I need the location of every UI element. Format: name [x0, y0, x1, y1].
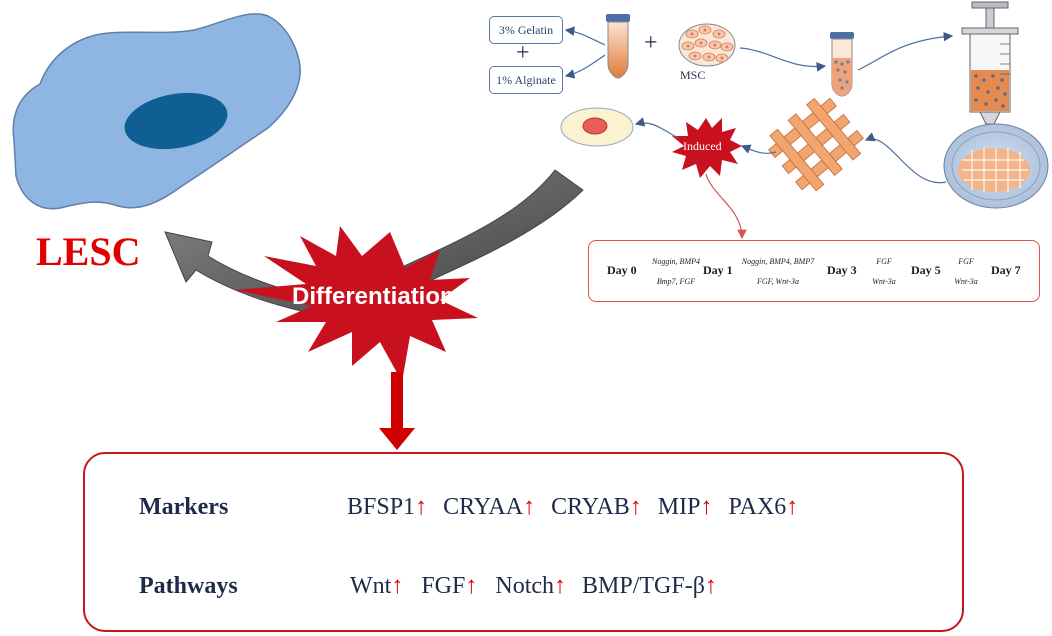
marker-gene: MIP — [657, 494, 701, 520]
induced-burst — [672, 118, 742, 178]
pathway-name: Notch — [495, 573, 555, 599]
up-arrow-icon: ↑ — [391, 573, 404, 599]
up-arrow-icon: ↑ — [523, 494, 536, 520]
pathways-title: Pathways — [139, 573, 238, 599]
induction-timeline-box — [588, 240, 1040, 302]
syringe — [961, 1, 1019, 140]
arrow-induced-to-timeline — [705, 173, 747, 240]
timeline-day: Day 7 — [991, 263, 1021, 277]
marker-gene: CRYAB — [551, 494, 630, 520]
pathway-name: Wnt — [350, 573, 392, 599]
timeline-factors-above: FGF — [876, 257, 892, 266]
marker-gene: BFSP1 — [347, 494, 416, 520]
gelatin-box: 3% Gelatin — [489, 16, 563, 44]
up-arrow-icon: ↑ — [704, 573, 717, 599]
timeline-factors-below: FGF, Wnt-3a — [756, 277, 800, 286]
markers-list: BFSP1↑ CRYAA↑ CRYAB↑ MIP↑ PAX6↑ — [347, 494, 798, 521]
pathway-name: BMP/TGF-β — [582, 573, 705, 599]
msc-label: MSC — [680, 68, 706, 82]
induced-label: Induced — [683, 139, 722, 153]
pathway-name: FGF — [421, 573, 466, 599]
gel-tube — [606, 14, 630, 79]
results-box — [83, 452, 964, 632]
timeline-factors-below: Bmp7, FGF — [656, 277, 696, 286]
lesc-cell-illustration — [12, 13, 301, 210]
timeline-factors-below: Wnt-3a — [954, 277, 978, 286]
up-arrow-icon: ↑ — [415, 494, 428, 520]
alginate-box: 1% Alginate — [489, 66, 563, 94]
timeline-day: Day 3 — [827, 263, 857, 277]
timeline-factors-below: Wnt-3a — [872, 277, 896, 286]
differentiation-burst — [234, 226, 478, 382]
down-arrow-to-results — [379, 372, 415, 450]
msc-cell-cluster — [678, 23, 736, 67]
up-arrow-icon: ↑ — [700, 494, 713, 520]
up-arrow-icon: ↑ — [786, 494, 799, 520]
up-arrow-icon: ↑ — [465, 573, 478, 599]
cell-gel-tube — [830, 32, 854, 97]
lesc-label: LESC — [36, 229, 141, 274]
timeline-day: Day 5 — [911, 263, 941, 277]
lattice-scaffold — [768, 97, 864, 192]
marker-gene: CRYAA — [443, 494, 524, 520]
arrow-induced-to-organoid — [634, 117, 679, 139]
marker-gene: PAX6 — [728, 494, 787, 520]
material-connectors — [564, 26, 606, 79]
timeline-day: Day 1 — [703, 263, 733, 277]
markers-title: Markers — [139, 494, 229, 520]
arrow-msc-to-tube — [739, 47, 827, 72]
gelatin-label: 3% Gelatin — [498, 23, 554, 37]
arrow-dish-to-scaffold — [864, 132, 947, 184]
printed-scaffold-dish — [943, 123, 1049, 209]
pathways-list: Wnt↑ FGF↑ Notch↑ BMP/TGF-β↑ — [350, 573, 717, 600]
msc-plus: + — [644, 30, 658, 56]
timeline-factors-above: FGF — [958, 257, 974, 266]
timeline-factors-above: Noggin, BMP4 — [652, 257, 700, 266]
differentiation-label: Differentiation — [292, 283, 455, 310]
arrow-tube-to-syringe — [857, 31, 954, 71]
arrow-scaffold-to-induced — [740, 144, 777, 154]
materials-plus: + — [516, 40, 530, 66]
lens-organoid — [560, 107, 634, 147]
cell-nucleus — [124, 92, 228, 150]
up-arrow-icon: ↑ — [554, 573, 567, 599]
timeline-factors-above: Noggin, BMP4, BMP7 — [741, 257, 815, 266]
up-arrow-icon: ↑ — [629, 494, 642, 520]
alginate-label: 1% Alginate — [496, 73, 556, 87]
timeline-day: Day 0 — [607, 263, 637, 277]
